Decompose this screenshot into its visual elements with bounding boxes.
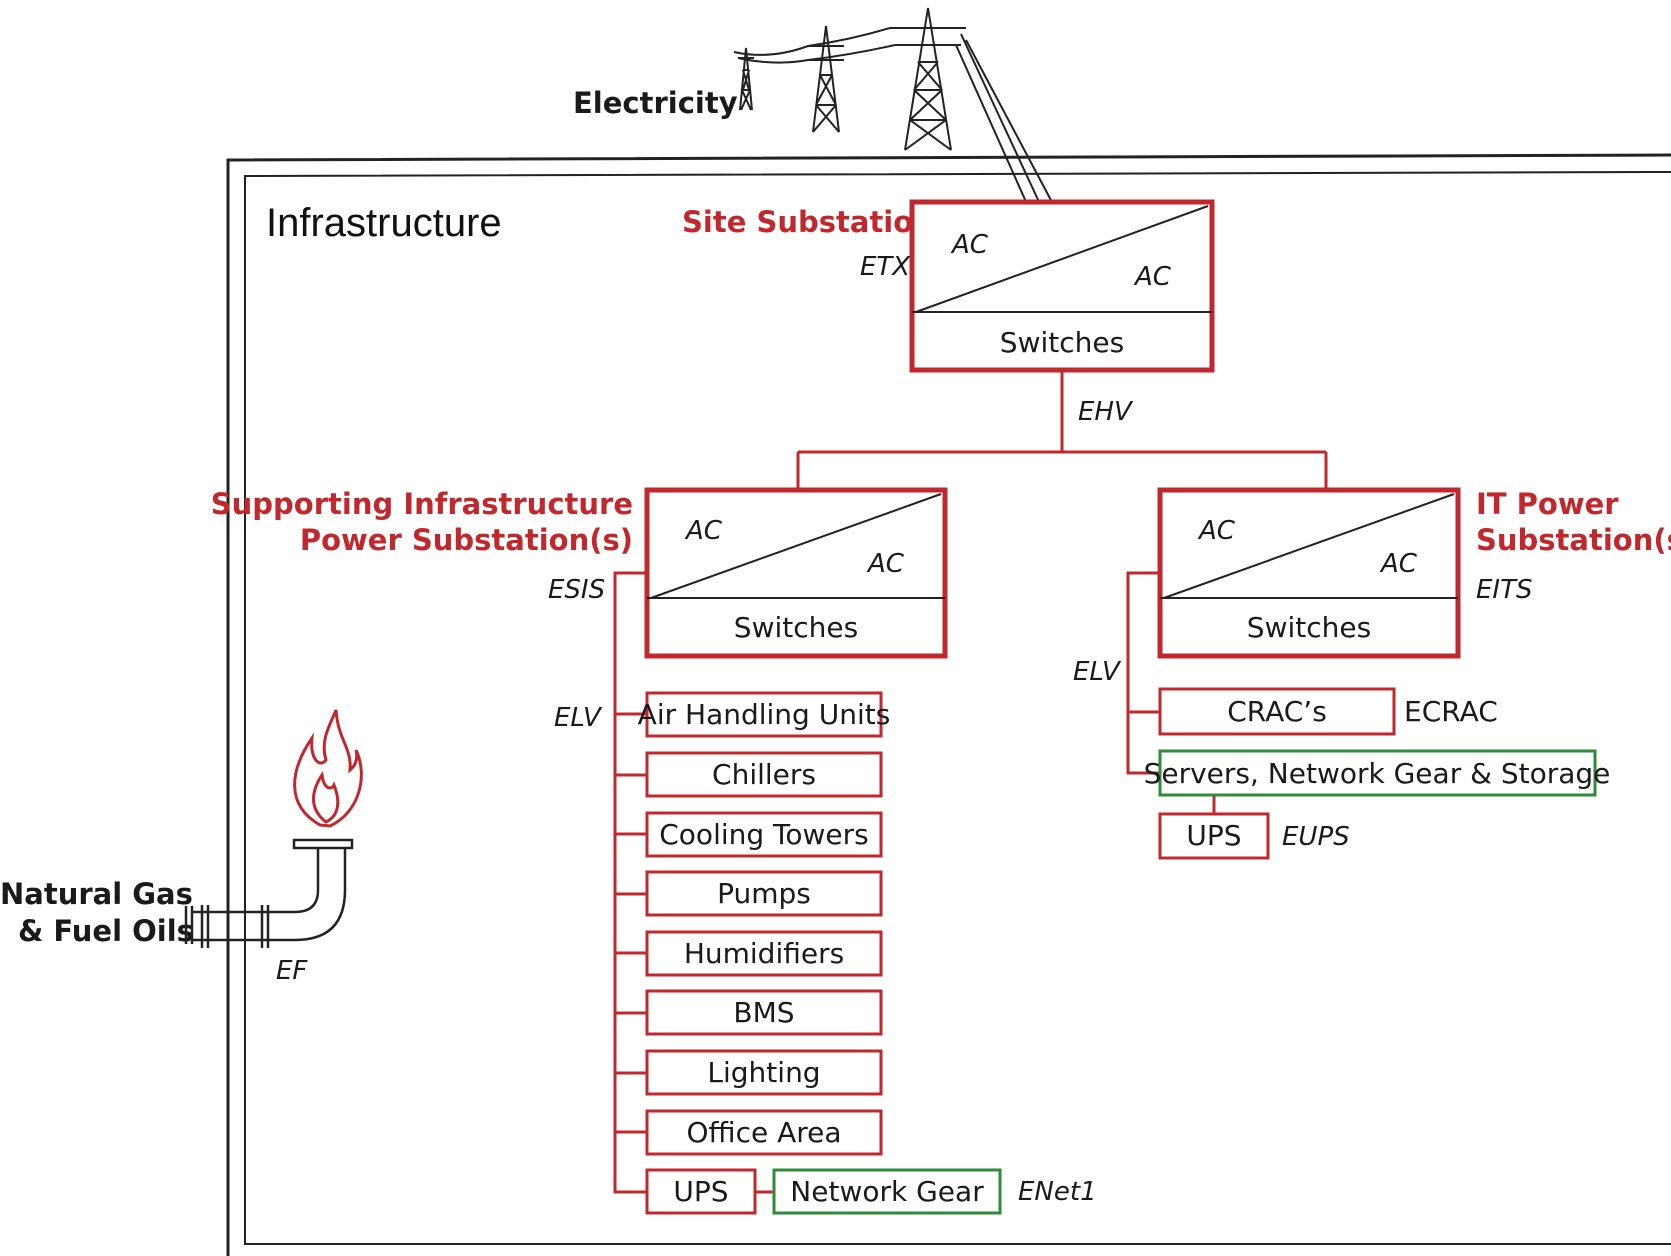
it-substation-box xyxy=(1157,487,1461,659)
load-label: Cooling Towers xyxy=(659,818,869,851)
site-substation-box xyxy=(909,199,1215,373)
site-ac-out: AC xyxy=(1133,262,1172,292)
infrastructure-boundary xyxy=(226,153,1671,1256)
load-chillers: Chillers xyxy=(645,751,883,798)
ef-label: EF xyxy=(276,956,308,986)
ehv-label: EHV xyxy=(1078,397,1134,427)
it-elv-label: ELV xyxy=(1073,657,1122,687)
supporting-ac-out: AC xyxy=(866,549,905,579)
load-network-gear: Network Gear xyxy=(772,1168,1002,1215)
site-ac-in: AC xyxy=(950,230,989,260)
power-tower-icon xyxy=(733,7,1054,205)
load-office-area: Office Area xyxy=(645,1109,883,1156)
it-substation-title-line1: IT Power xyxy=(1476,487,1619,521)
eits-label: EITS xyxy=(1476,575,1532,605)
it-substation-title-line2: Substation(s) xyxy=(1476,523,1671,557)
infrastructure-title: Infrastructure xyxy=(266,201,502,245)
supporting-switches-label: Switches xyxy=(734,611,858,644)
it-ac-out: AC xyxy=(1379,549,1418,579)
site-substation-title: Site Substation xyxy=(682,205,934,239)
load-cooling-towers: Cooling Towers xyxy=(645,811,883,858)
natural-gas-label-line2: & Fuel Oils xyxy=(18,914,194,948)
supporting-substation-title-line2: Power Substation(s) xyxy=(300,523,633,557)
load-label: Pumps xyxy=(717,877,811,910)
it-switches-label: Switches xyxy=(1247,611,1371,644)
load-servers: Servers, Network Gear & Storage xyxy=(1144,749,1611,797)
load-label: Office Area xyxy=(686,1116,841,1149)
electricity-label: Electricity xyxy=(573,86,738,120)
site-substation-code: ETX xyxy=(860,252,911,282)
load-pumps: Pumps xyxy=(645,870,883,917)
pipe-icon xyxy=(184,838,354,948)
network-gear-label: Network Gear xyxy=(790,1175,984,1208)
load-label: Air Handling Units xyxy=(638,698,891,731)
flame-icon xyxy=(293,709,363,828)
load-label: BMS xyxy=(733,996,794,1029)
load-label: Humidifiers xyxy=(684,937,844,970)
supporting-substation-box xyxy=(644,487,948,659)
it-ac-in: AC xyxy=(1197,516,1236,546)
it-load-list: CRAC’s Servers, Network Gear & Storage U… xyxy=(1144,687,1611,860)
supporting-load-list: Air Handling Units Chillers Cooling Towe… xyxy=(638,691,1002,1215)
load-crac: CRAC’s xyxy=(1158,687,1396,736)
supporting-ac-in: AC xyxy=(684,516,723,546)
supporting-elv-label: ELV xyxy=(554,703,603,733)
servers-label: Servers, Network Gear & Storage xyxy=(1144,757,1611,790)
crac-label: CRAC’s xyxy=(1227,695,1327,728)
load-it-ups: UPS xyxy=(1158,812,1270,860)
site-switches-label: Switches xyxy=(1000,326,1124,359)
it-elv-bus xyxy=(1126,571,1216,814)
ecrac-label: ECRAC xyxy=(1404,695,1498,728)
esis-label: ESIS xyxy=(548,575,605,605)
load-label: Chillers xyxy=(712,758,816,791)
load-label: Lighting xyxy=(707,1056,820,1089)
eups-label: EUPS xyxy=(1282,822,1350,852)
enet1-label: ENet1 xyxy=(1018,1177,1097,1207)
it-ups-label: UPS xyxy=(1186,819,1241,852)
natural-gas-label-line1: Natural Gas xyxy=(0,877,193,911)
supporting-substation-title-line1: Supporting Infrastructure xyxy=(211,487,633,521)
load-air-handling-units: Air Handling Units xyxy=(638,691,891,738)
ups-label: UPS xyxy=(673,1175,728,1208)
load-lighting: Lighting xyxy=(645,1049,883,1096)
supporting-elv-bus xyxy=(613,571,774,1194)
load-bms: BMS xyxy=(645,989,883,1036)
load-ups: UPS xyxy=(645,1168,757,1215)
load-humidifiers: Humidifiers xyxy=(645,930,883,977)
ehv-connector xyxy=(796,370,1328,489)
